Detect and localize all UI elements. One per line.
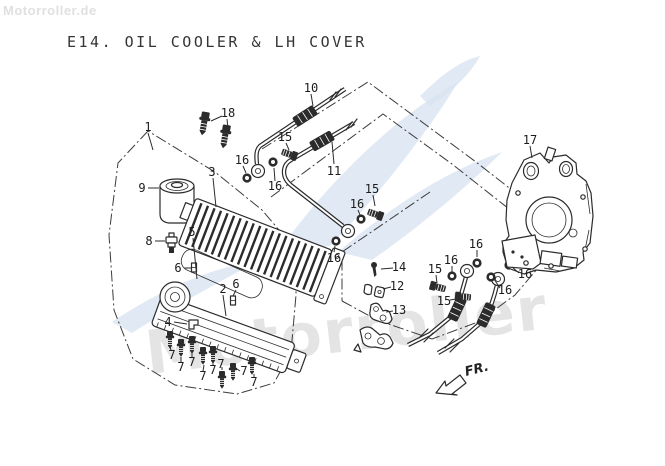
leader-line (147, 132, 154, 151)
part-label-8: 8 (145, 234, 152, 248)
part-label-7: 7 (209, 363, 216, 377)
part-label-7: 7 (199, 369, 206, 383)
fr-arrow: FR. (435, 360, 490, 396)
leader-line (380, 267, 394, 270)
part-label-10: 10 (304, 81, 318, 95)
leader-line (202, 364, 205, 372)
lh-cover (501, 146, 594, 275)
part-label-15: 15 (428, 262, 442, 276)
part-label-9: 9 (138, 181, 145, 195)
leader-line (449, 298, 457, 301)
part-label-7: 7 (188, 355, 195, 369)
leader-line (173, 321, 188, 325)
part-label-16: 16 (235, 153, 249, 167)
leader-line (212, 177, 217, 208)
part-label-5: 5 (188, 225, 195, 239)
part-label-6: 6 (174, 261, 181, 275)
leader-line (169, 346, 172, 351)
washer-icon (242, 173, 252, 183)
oil-hose-lower (281, 118, 358, 239)
leader-line (242, 165, 247, 174)
cooler-body (151, 281, 307, 374)
pump-boss (159, 281, 191, 313)
assembly-boundary-1 (108, 130, 297, 395)
leader-line (529, 145, 533, 159)
washer-icon (268, 157, 278, 167)
oil-fitting (165, 232, 178, 253)
leader-line (331, 141, 335, 165)
part-label-4: 4 (164, 315, 171, 329)
part-label-16: 16 (518, 267, 532, 281)
leader-line (511, 266, 520, 274)
leader-line (372, 194, 376, 207)
part-label-7: 7 (168, 348, 175, 362)
leader-line (222, 294, 227, 317)
part-label-2: 2 (219, 282, 226, 296)
leader-line (385, 310, 394, 313)
leader-line (285, 142, 290, 151)
leader-line (310, 93, 314, 107)
dowel-pin (229, 295, 237, 306)
part-label-16: 16 (327, 251, 341, 265)
part-label-7: 7 (177, 360, 184, 374)
part-label-7: 7 (217, 357, 224, 371)
part-label-12: 12 (390, 279, 404, 293)
hose-crimp (291, 104, 319, 128)
clamp-screw (371, 262, 377, 277)
bolt-icon (196, 110, 212, 137)
pipe-bracket (353, 302, 394, 353)
washer-icon (356, 214, 366, 224)
leader-line (273, 167, 276, 182)
leader-line (210, 115, 223, 122)
part-label-13: 13 (392, 303, 406, 317)
leader-line (435, 274, 438, 284)
leader-line (232, 289, 237, 297)
oil-hose-upper (250, 87, 347, 179)
washer-icon (331, 236, 341, 246)
part-label-3: 3 (208, 165, 215, 179)
leader-line (226, 118, 229, 130)
part-label-16: 16 (469, 237, 483, 251)
part-label-14: 14 (392, 260, 406, 274)
oil-pipe-right (436, 271, 506, 355)
washer-icon (472, 258, 482, 268)
oil-pipe-left (407, 263, 475, 347)
part-label-18: 18 (221, 106, 235, 120)
leader-line (236, 368, 241, 372)
leader-line (357, 209, 361, 216)
leader-line (493, 278, 501, 289)
part-label-16: 16 (498, 283, 512, 297)
page-title: E14. OIL COOLER & LH COVER (67, 33, 367, 51)
hose-crimp (308, 129, 336, 153)
gasket (180, 248, 263, 299)
clip (188, 319, 199, 330)
part-label-7: 7 (250, 375, 257, 389)
part-label-11: 11 (327, 164, 341, 178)
leader-line (192, 237, 198, 280)
part-label-1: 1 (144, 120, 151, 134)
washer-icon (447, 271, 457, 281)
part-label-16: 16 (350, 197, 364, 211)
leader-line (382, 286, 392, 290)
part-label-6: 6 (232, 277, 239, 291)
banjo-bolt-icon (366, 206, 385, 222)
part-label-17: 17 (523, 133, 537, 147)
part-label-16: 16 (268, 179, 282, 193)
part-label-15: 15 (278, 130, 292, 144)
leader-line (333, 245, 336, 253)
part-label-15: 15 (365, 182, 379, 196)
fr-label: FR. (463, 360, 490, 380)
part-label-16: 16 (444, 253, 458, 267)
site-watermark: Motorroller.de (3, 3, 97, 18)
oil-cooler-core (178, 198, 346, 305)
part-label-15: 15 (437, 294, 451, 308)
bolt-icon (217, 123, 233, 150)
pipe-clamp-upper (363, 283, 386, 299)
part-label-7: 7 (240, 364, 247, 378)
